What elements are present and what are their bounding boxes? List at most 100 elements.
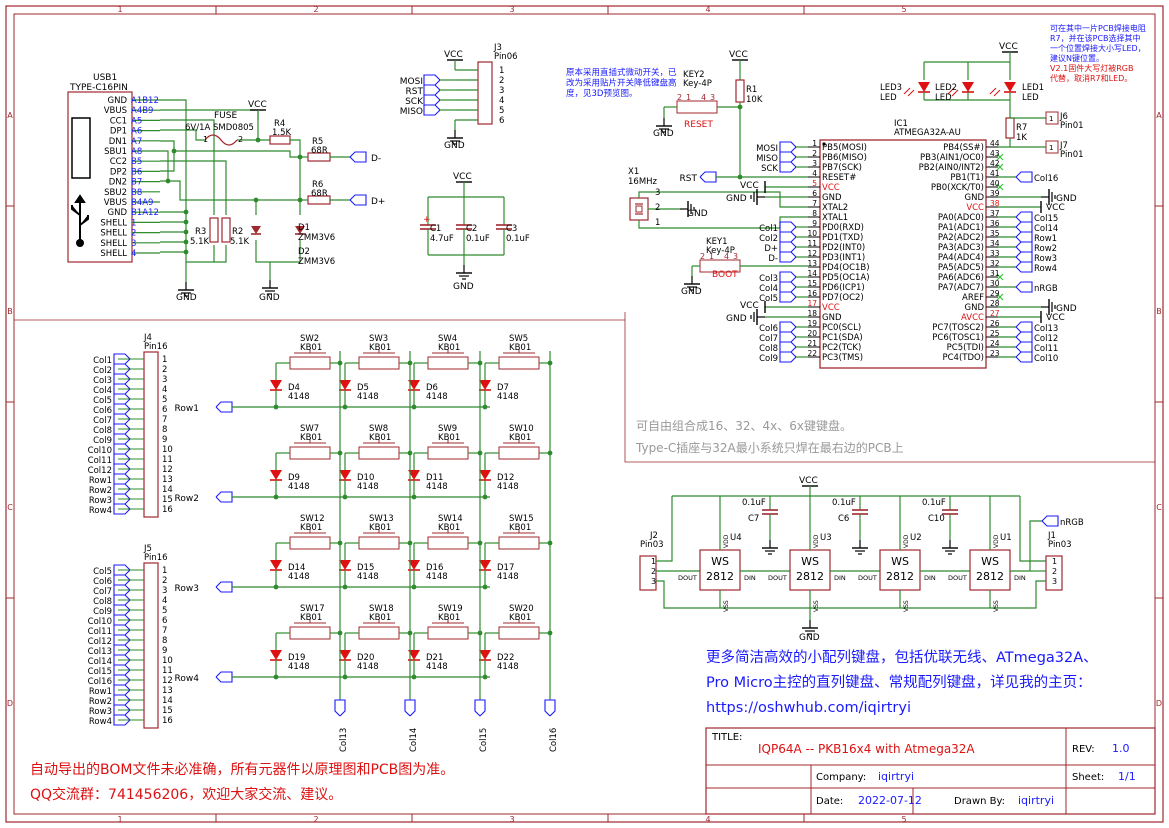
ic-pin-number: 10 xyxy=(807,229,817,238)
usb-pin-number: B4A9 xyxy=(131,198,153,208)
promo-link: https://oshwhub.com/iqirtryi xyxy=(706,700,911,716)
cap-ref: C1 xyxy=(430,224,441,234)
rgb-conn-pin: 2 xyxy=(1052,567,1057,576)
vcc-label: VCC xyxy=(453,172,472,182)
fuse-pin: 1 xyxy=(203,135,208,144)
note-typec: Type-C插座与32A最小系统只焊在最右边的PCB上 xyxy=(635,440,904,455)
ws-pin-label: DOUT xyxy=(768,574,787,582)
frame-col-label: 3 xyxy=(509,5,514,14)
vcc-label: VCC xyxy=(740,181,759,191)
usb-pin-number: 3 xyxy=(131,239,136,249)
switch-ref: SW17 xyxy=(300,604,325,614)
junction-dot xyxy=(342,404,348,410)
usb-pin-name: GND xyxy=(108,96,128,106)
j6-part: Pin01 xyxy=(1060,121,1084,131)
conn-net-label: Col8 xyxy=(93,597,112,607)
ic-pin-name: PD3(INT1) xyxy=(822,253,865,263)
switch-ref: SW7 xyxy=(300,424,319,434)
ic-pin-name: PD7(OC2) xyxy=(822,293,864,303)
conn-pin-number: 10 xyxy=(162,656,173,666)
boot-label: BOOT xyxy=(712,270,738,280)
ic-pin-name: PC5(TDI) xyxy=(947,343,984,353)
ws-part: 2812 xyxy=(796,570,824,583)
junction-dot xyxy=(411,494,417,500)
ic-pin-name: PB6(MISO) xyxy=(822,153,867,163)
col-net-label: Col15 xyxy=(479,728,489,752)
ic-net-label: MISO xyxy=(756,154,778,164)
vcc-label: VCC xyxy=(729,50,748,60)
usb-part: TYPE-C16PIN xyxy=(69,83,128,93)
ic-pin-number: 9 xyxy=(812,219,817,228)
row-net-label: Row4 xyxy=(175,674,200,684)
conn-net-label: Col16 xyxy=(88,677,112,687)
row-net-label: Row2 xyxy=(175,494,199,504)
r2-ref: R2 xyxy=(232,227,243,237)
junction-dot xyxy=(183,239,189,245)
conn-pin-number: 9 xyxy=(162,646,167,656)
led-part: LED xyxy=(1022,93,1039,103)
ic-pin-name: PD5(OC1A) xyxy=(822,273,870,283)
ws-ref: U2 xyxy=(910,533,922,543)
rgb-conn-pin: 3 xyxy=(1052,577,1057,586)
diode-ref: D19 xyxy=(288,653,305,663)
ws-ref: U4 xyxy=(730,533,742,543)
x1-pin: 2 xyxy=(655,203,660,213)
frame-col-label: 2 xyxy=(313,5,318,14)
j3-ref: J3 xyxy=(493,43,502,53)
junction-dot xyxy=(411,674,417,680)
conn-net-label: Col4 xyxy=(93,386,112,396)
ic-pin-name: GND xyxy=(965,303,985,313)
cap-value: 0.1uF xyxy=(832,498,856,508)
ic-part: ATMEGA32A-AU xyxy=(894,128,961,138)
ic-pin-number: 26 xyxy=(990,319,1000,328)
ic-pin-name: PD4(OC1B) xyxy=(822,263,870,273)
note-combo: 可自由组合成16、32、4x、6x键键盘。 xyxy=(636,418,852,433)
conn-net-label: Col2 xyxy=(93,366,112,376)
diode-part: 4148 xyxy=(357,482,379,492)
ic-pin-name: GND xyxy=(965,193,985,203)
diode-part: 4148 xyxy=(497,392,519,402)
rev-label: REV: xyxy=(1072,744,1095,755)
diode-part: 4148 xyxy=(497,572,519,582)
conn-net-label: Row2 xyxy=(89,486,112,496)
ic-net-label: Col14 xyxy=(1034,224,1058,234)
junction-dot xyxy=(183,229,189,235)
junction-dot xyxy=(171,148,177,154)
j6-ref: J6 xyxy=(1059,112,1068,122)
led-ref: LED3 xyxy=(880,83,902,93)
usb-pin-name: DP1 xyxy=(110,127,127,137)
frame-col-label: 2 xyxy=(313,815,318,824)
x1-pin: 3 xyxy=(655,188,660,198)
gnd-label: GND xyxy=(687,209,708,219)
j1-part: Pin03 xyxy=(1048,540,1072,550)
ic-pin-number: 40 xyxy=(990,179,1000,188)
ic-pin-name: PA6(ADC6) xyxy=(938,273,984,283)
ic-pin-number: 32 xyxy=(990,259,1000,268)
conn-pin-number: 12 xyxy=(162,676,173,686)
date-value: 2022-07-12 xyxy=(858,794,922,807)
ws-pin-label: DIN xyxy=(744,574,756,582)
company-label: Company: xyxy=(816,772,866,783)
ic-net-label: Row2 xyxy=(1034,244,1057,254)
usb-pin-name: DN2 xyxy=(109,178,127,188)
r1-value: 10K xyxy=(746,95,763,105)
switch-ref: SW19 xyxy=(438,604,463,614)
diode-part: 4148 xyxy=(288,392,310,402)
usb-pin-number: B8 xyxy=(131,188,142,198)
diode-ref: D14 xyxy=(288,563,305,573)
company-value: iqirtryi xyxy=(878,770,914,783)
gnd-label: GND xyxy=(681,287,702,297)
ic-pin-number: 23 xyxy=(990,349,1000,358)
conn-pin-number: 2 xyxy=(162,576,167,586)
switch-ref: SW5 xyxy=(509,334,528,344)
vcc-label: VCC xyxy=(444,50,463,60)
cap-ref: C7 xyxy=(748,514,759,524)
usb-pin-number: A1B12 xyxy=(131,96,159,106)
key-pin: 3 xyxy=(733,252,738,261)
conn-pin-number: 16 xyxy=(162,716,173,726)
junction-dot xyxy=(273,404,279,410)
key-pin: 4 xyxy=(701,93,706,102)
frame-row-label: C xyxy=(7,503,13,512)
